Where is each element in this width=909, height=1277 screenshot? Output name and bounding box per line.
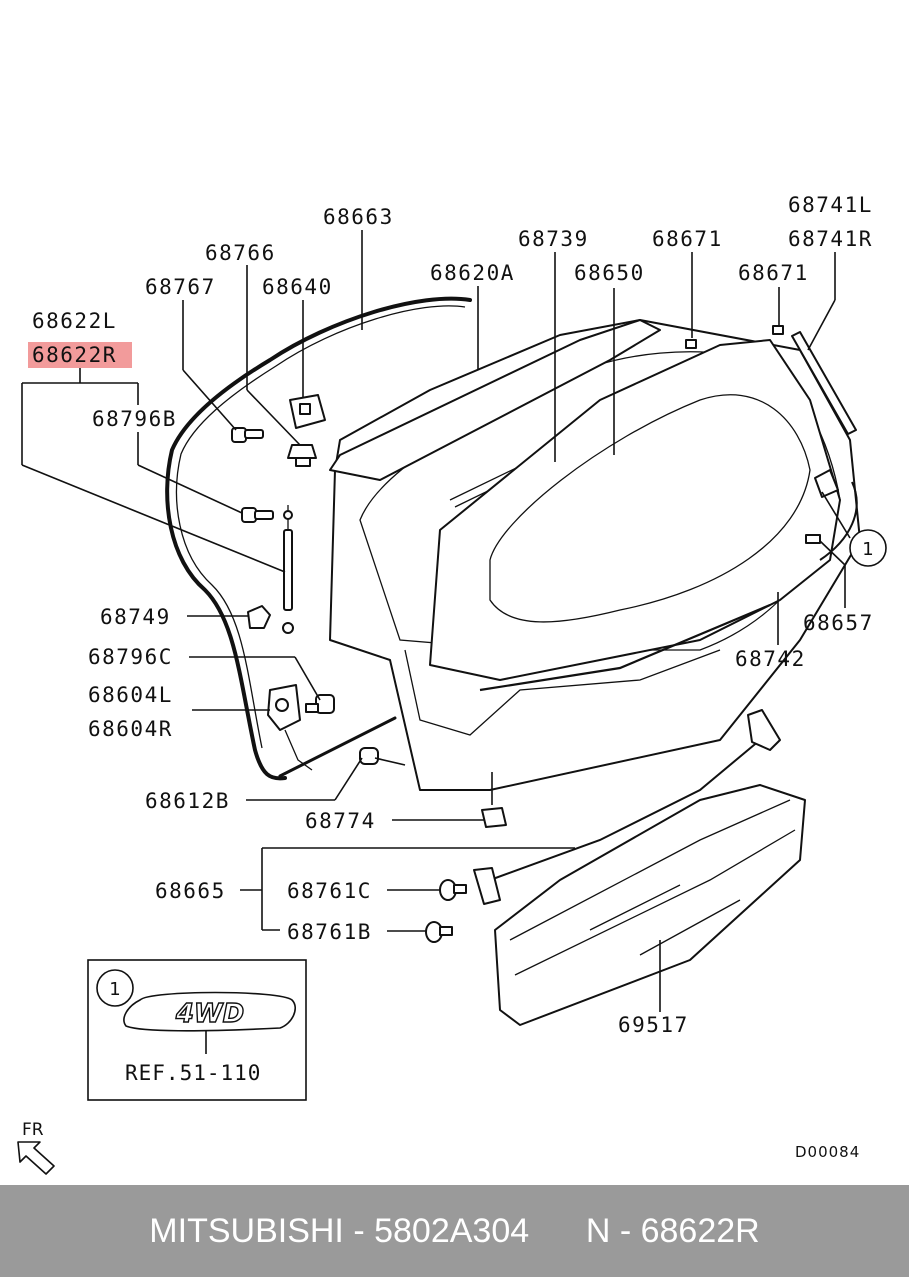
label-68612B: 68612B	[145, 789, 230, 813]
label-68650: 68650	[574, 261, 645, 285]
label-68620A: 68620A	[430, 261, 515, 285]
fr-label: FR	[22, 1120, 44, 1140]
parts-diagram: 68663 68766 68767 68640 68620A 68739 686…	[17, 193, 887, 1175]
latch-68604	[267, 684, 313, 771]
inset-ref: REF.51-110	[125, 1061, 261, 1085]
weatherstrip-seal	[165, 296, 472, 781]
footer-separator: -	[343, 1211, 375, 1250]
label-68663: 68663	[323, 205, 394, 229]
release-cable	[489, 739, 761, 881]
footer-brand: MITSUBISHI	[149, 1211, 344, 1250]
label-68767: 68767	[145, 275, 216, 299]
emblem-4wd-text: 4WD	[175, 999, 244, 1029]
inner-trim-detail	[509, 799, 796, 976]
badge-68671b	[772, 325, 784, 335]
footer-ref-number: N - 68622R	[585, 1211, 760, 1250]
gas-strut-end-top	[283, 510, 293, 520]
clip-68657	[805, 534, 821, 544]
label-68749: 68749	[100, 605, 171, 629]
grommet-68774b	[481, 807, 507, 828]
label-68774: 68774	[305, 809, 376, 833]
bumper-68774	[359, 747, 379, 765]
gas-strut-body	[283, 529, 293, 611]
label-68671-a: 68671	[652, 227, 723, 251]
diagram-code: D00084	[795, 1143, 860, 1161]
label-68761C: 68761C	[287, 879, 372, 903]
side-molding-68741	[791, 331, 857, 435]
clip-68766	[287, 444, 317, 467]
inner-trim-panel	[494, 784, 806, 1026]
pin-68761B	[425, 921, 453, 943]
bolt-68767	[231, 427, 264, 443]
label-68796B: 68796B	[92, 407, 177, 431]
callout-number: 1	[862, 539, 873, 560]
label-68739: 68739	[518, 227, 589, 251]
rear-glass	[429, 339, 841, 681]
bottom-molding-68742	[479, 603, 771, 692]
footer-bar: MITSUBISHI - 5802A304 N - 68622R	[0, 1185, 909, 1277]
bolt-68796B	[241, 507, 274, 523]
release-cable-end	[747, 709, 781, 751]
label-68766: 68766	[205, 241, 276, 265]
label-68604L: 68604L	[88, 683, 173, 707]
side-molding-lower	[819, 481, 858, 561]
label-68640: 68640	[262, 275, 333, 299]
emblem-4wd-outline	[123, 991, 296, 1032]
label-68604R: 68604R	[88, 717, 173, 741]
highlight-box	[28, 342, 132, 368]
stopper-68796C	[305, 694, 335, 714]
tailgate-opening	[404, 649, 721, 736]
label-68671-b: 68671	[738, 261, 809, 285]
label-68741L: 68741L	[788, 193, 873, 217]
badge-68671a	[685, 339, 697, 349]
side-emblem-area	[814, 469, 839, 498]
inset-callout-number: 1	[109, 979, 120, 1000]
label-69517: 69517	[618, 1013, 689, 1037]
footer-gap	[529, 1212, 586, 1251]
gas-strut-end-bottom	[282, 622, 294, 634]
weatherstrip-seal-inner	[175, 305, 466, 749]
label-68796C: 68796C	[88, 645, 173, 669]
label-68665: 68665	[155, 879, 226, 903]
rod-68612B	[278, 716, 397, 778]
label-68742: 68742	[735, 647, 806, 671]
footer-part-number: 5802A304	[374, 1211, 530, 1250]
pin-68761C	[439, 879, 467, 901]
nut-68749	[247, 605, 271, 629]
upper-trim-bar	[329, 319, 661, 481]
fr-direction: FR	[17, 1120, 55, 1175]
fr-arrow-icon	[17, 1141, 55, 1175]
label-68741R: 68741R	[788, 227, 873, 251]
label-68657: 68657	[803, 611, 874, 635]
release-cable-clip	[473, 867, 501, 905]
callout-circle	[849, 529, 887, 567]
label-68761B: 68761B	[287, 920, 372, 944]
hinge-68640	[289, 394, 326, 429]
label-68622L: 68622L	[32, 309, 117, 333]
label-68622R: 68622R	[32, 343, 117, 367]
inset-box: 1 4WD REF.51-110	[87, 959, 307, 1101]
rear-glass-inner	[489, 394, 811, 623]
leader-lines	[21, 230, 851, 1012]
